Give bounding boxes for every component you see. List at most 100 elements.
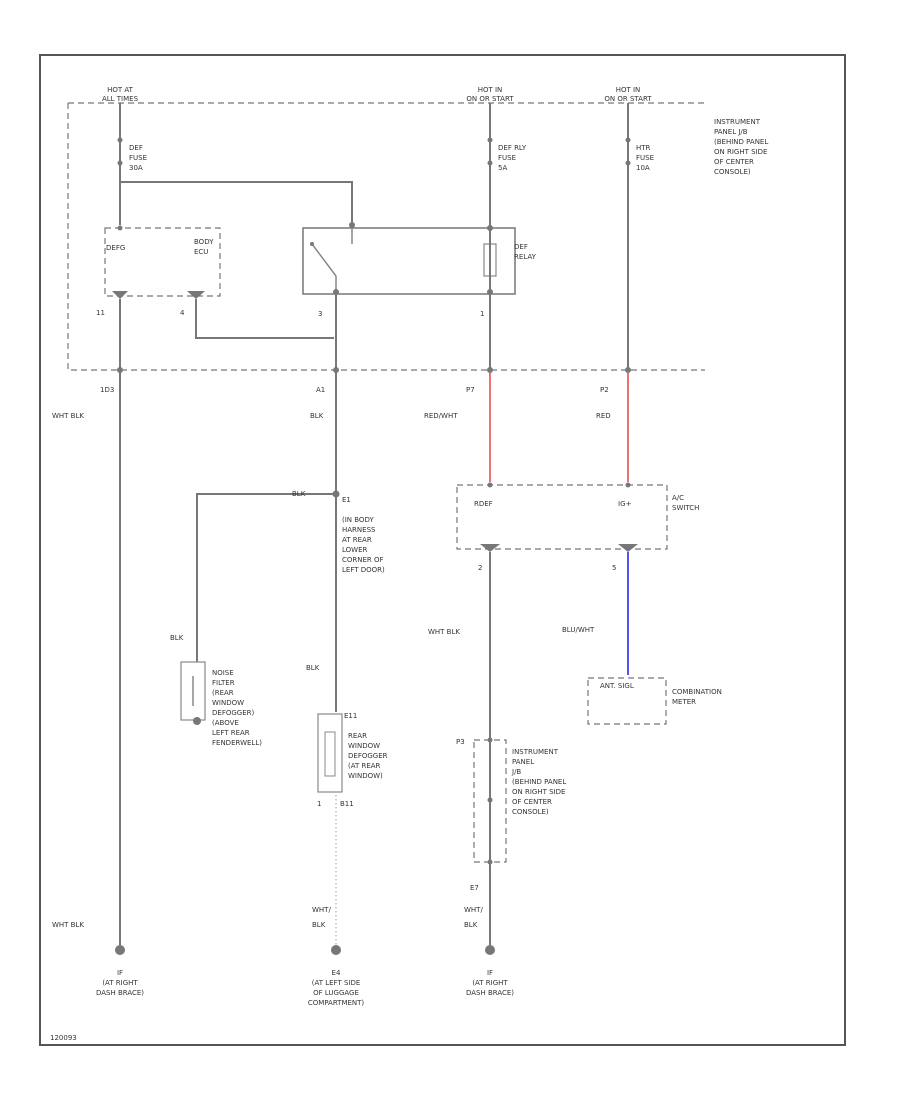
body-ecu-top-terminal: [117, 225, 123, 231]
svg-text:FUSE: FUSE: [498, 154, 516, 162]
relay-switch-contact: [311, 243, 337, 277]
wire-red-label: RED: [596, 412, 611, 420]
wire-blk-noise: BLK: [170, 634, 184, 642]
wire-wht-blk-3: WHT BLK: [428, 628, 460, 636]
svg-text:ON RIGHT SIDE: ON RIGHT SIDE: [714, 148, 767, 156]
svg-text:WINDOW): WINDOW): [348, 772, 383, 780]
wire-blk-4: BLK: [464, 921, 478, 929]
ac-switch-pin-2: 2: [478, 564, 482, 572]
relay-pin-3: 3: [318, 310, 322, 318]
svg-text:DEF: DEF: [129, 144, 143, 152]
ac-switch-ig-terminal: [625, 482, 631, 488]
ac-switch-pin-ig: IG+: [618, 500, 631, 508]
svg-text:IF: IF: [487, 969, 493, 977]
body-ecu-pin-4: 4: [180, 309, 185, 317]
relay-top-terminal: [349, 222, 355, 228]
svg-text:DEFOGGER: DEFOGGER: [348, 752, 388, 760]
fuse-htr-label: HTR FUSE 10A: [636, 144, 654, 172]
jb-lower-e7: E7: [470, 884, 479, 892]
svg-text:DEFOGGER): DEFOGGER): [212, 709, 254, 717]
hot-acc-label-2: ALL TIMES: [102, 95, 139, 103]
noise-filter-box: [180, 661, 206, 721]
conn-1d3-label: 1D3: [100, 386, 114, 394]
fuse-def-rly-label: DEF RLY FUSE 5A: [498, 144, 527, 172]
ground-2-icon: [331, 945, 341, 955]
jb-lower-bottom-terminal: [487, 859, 493, 865]
jb-lower-splice: [487, 797, 493, 803]
diagram-id: 120093: [50, 1034, 77, 1042]
svg-text:OF CENTER: OF CENTER: [512, 798, 552, 806]
relay-switch-pivot: [310, 242, 314, 246]
hot-run1-label-2: ON OR START: [466, 95, 514, 103]
ac-switch-box: [456, 484, 668, 550]
ac-switch-pin-rdef: RDEF: [474, 500, 493, 508]
svg-text:INSTRUMENT: INSTRUMENT: [512, 748, 559, 756]
fuse-htr-bottom: [625, 160, 631, 166]
jb-lower-label: INSTRUMENT PANEL J/B (BEHIND PANEL ON RI…: [511, 748, 566, 816]
wire-def-to-relay: [120, 181, 353, 225]
svg-text:DASH BRACE): DASH BRACE): [96, 989, 144, 997]
wire-blk-1: BLK: [310, 412, 324, 420]
ac-switch-pin-5: 5: [612, 564, 616, 572]
ground-3-icon: [485, 945, 495, 955]
svg-text:METER: METER: [672, 698, 696, 706]
body-ecu-pin-11: 11: [96, 309, 105, 317]
jb-lower-p3-terminal: [487, 737, 493, 743]
combination-meter-box: [587, 677, 667, 725]
relay-coil-top-terminal: [487, 225, 493, 231]
svg-text:FUSE: FUSE: [636, 154, 654, 162]
svg-text:(ABOVE: (ABOVE: [212, 719, 239, 727]
jb-lower-pin: P3: [456, 738, 465, 746]
defogger-pin-top: E11: [344, 712, 357, 720]
defogger-pin-bottom: 1: [317, 800, 321, 808]
svg-text:DASH BRACE): DASH BRACE): [466, 989, 514, 997]
svg-text:10A: 10A: [636, 164, 650, 172]
svg-text:OF LUGGAGE: OF LUGGAGE: [313, 989, 359, 997]
svg-text:(IN BODY: (IN BODY: [342, 516, 374, 524]
svg-text:INSTRUMENT: INSTRUMENT: [714, 118, 761, 126]
wire-splice-to-noise-filter: [196, 493, 336, 662]
svg-text:(BEHIND PANEL: (BEHIND PANEL: [714, 138, 768, 146]
svg-text:BODY: BODY: [194, 238, 214, 246]
fuse-def-bottom-terminal: [117, 160, 123, 166]
body-ecu-pin-label: DEFG: [106, 244, 125, 252]
wire-blk-splice: BLK: [292, 490, 306, 498]
defogger-label: REAR WINDOW DEFOGGER (AT REAR WINDOW): [348, 732, 388, 780]
svg-text:HTR: HTR: [636, 144, 651, 152]
fuse-def-label: DEF FUSE 30A: [129, 144, 147, 172]
svg-text:(AT RIGHT: (AT RIGHT: [102, 979, 138, 987]
svg-text:COMBINATION: COMBINATION: [672, 688, 722, 696]
conn-1d3-dot: [117, 367, 123, 373]
body-ecu-name: BODY ECU: [194, 238, 214, 256]
wire-wht-1: WHT/: [312, 906, 331, 914]
ac-switch-pin5-connector: [618, 544, 638, 552]
svg-text:LOWER: LOWER: [342, 546, 368, 554]
conn-p7-label: P7: [466, 386, 475, 394]
svg-text:WINDOW: WINDOW: [212, 699, 244, 707]
defogger-pin-bottom-code: B11: [340, 800, 354, 808]
wire-blk-2: BLK: [306, 664, 320, 672]
svg-text:WINDOW: WINDOW: [348, 742, 380, 750]
combination-meter-pin: ANT. SIGL: [600, 682, 634, 690]
svg-text:AT REAR: AT REAR: [342, 536, 372, 544]
fuse-htr-top: [625, 137, 631, 143]
body-ecu-box: [104, 227, 221, 297]
defogger-box: [317, 713, 343, 793]
svg-text:REAR: REAR: [348, 732, 367, 740]
hot-acc-label: HOT AT: [107, 86, 134, 94]
svg-text:FILTER: FILTER: [212, 679, 235, 687]
jb-boundary: [67, 102, 705, 371]
wire-blk-3: BLK: [312, 921, 326, 929]
ac-switch-name: A/C SWITCH: [672, 494, 699, 512]
splice-e1-label: E1 (IN BODY HARNESS AT REAR LOWER CORNER…: [342, 496, 385, 574]
svg-text:E4: E4: [332, 969, 341, 977]
jb-top-label: INSTRUMENT PANEL J/B (BEHIND PANEL ON RI…: [714, 118, 768, 176]
svg-text:(REAR: (REAR: [212, 689, 234, 697]
svg-text:CORNER OF: CORNER OF: [342, 556, 384, 564]
svg-text:LEFT REAR: LEFT REAR: [212, 729, 250, 737]
fuse-def-rly-top: [487, 137, 493, 143]
svg-text:CONSOLE): CONSOLE): [512, 808, 549, 816]
svg-text:E1: E1: [342, 496, 351, 504]
svg-text:SWITCH: SWITCH: [672, 504, 699, 512]
